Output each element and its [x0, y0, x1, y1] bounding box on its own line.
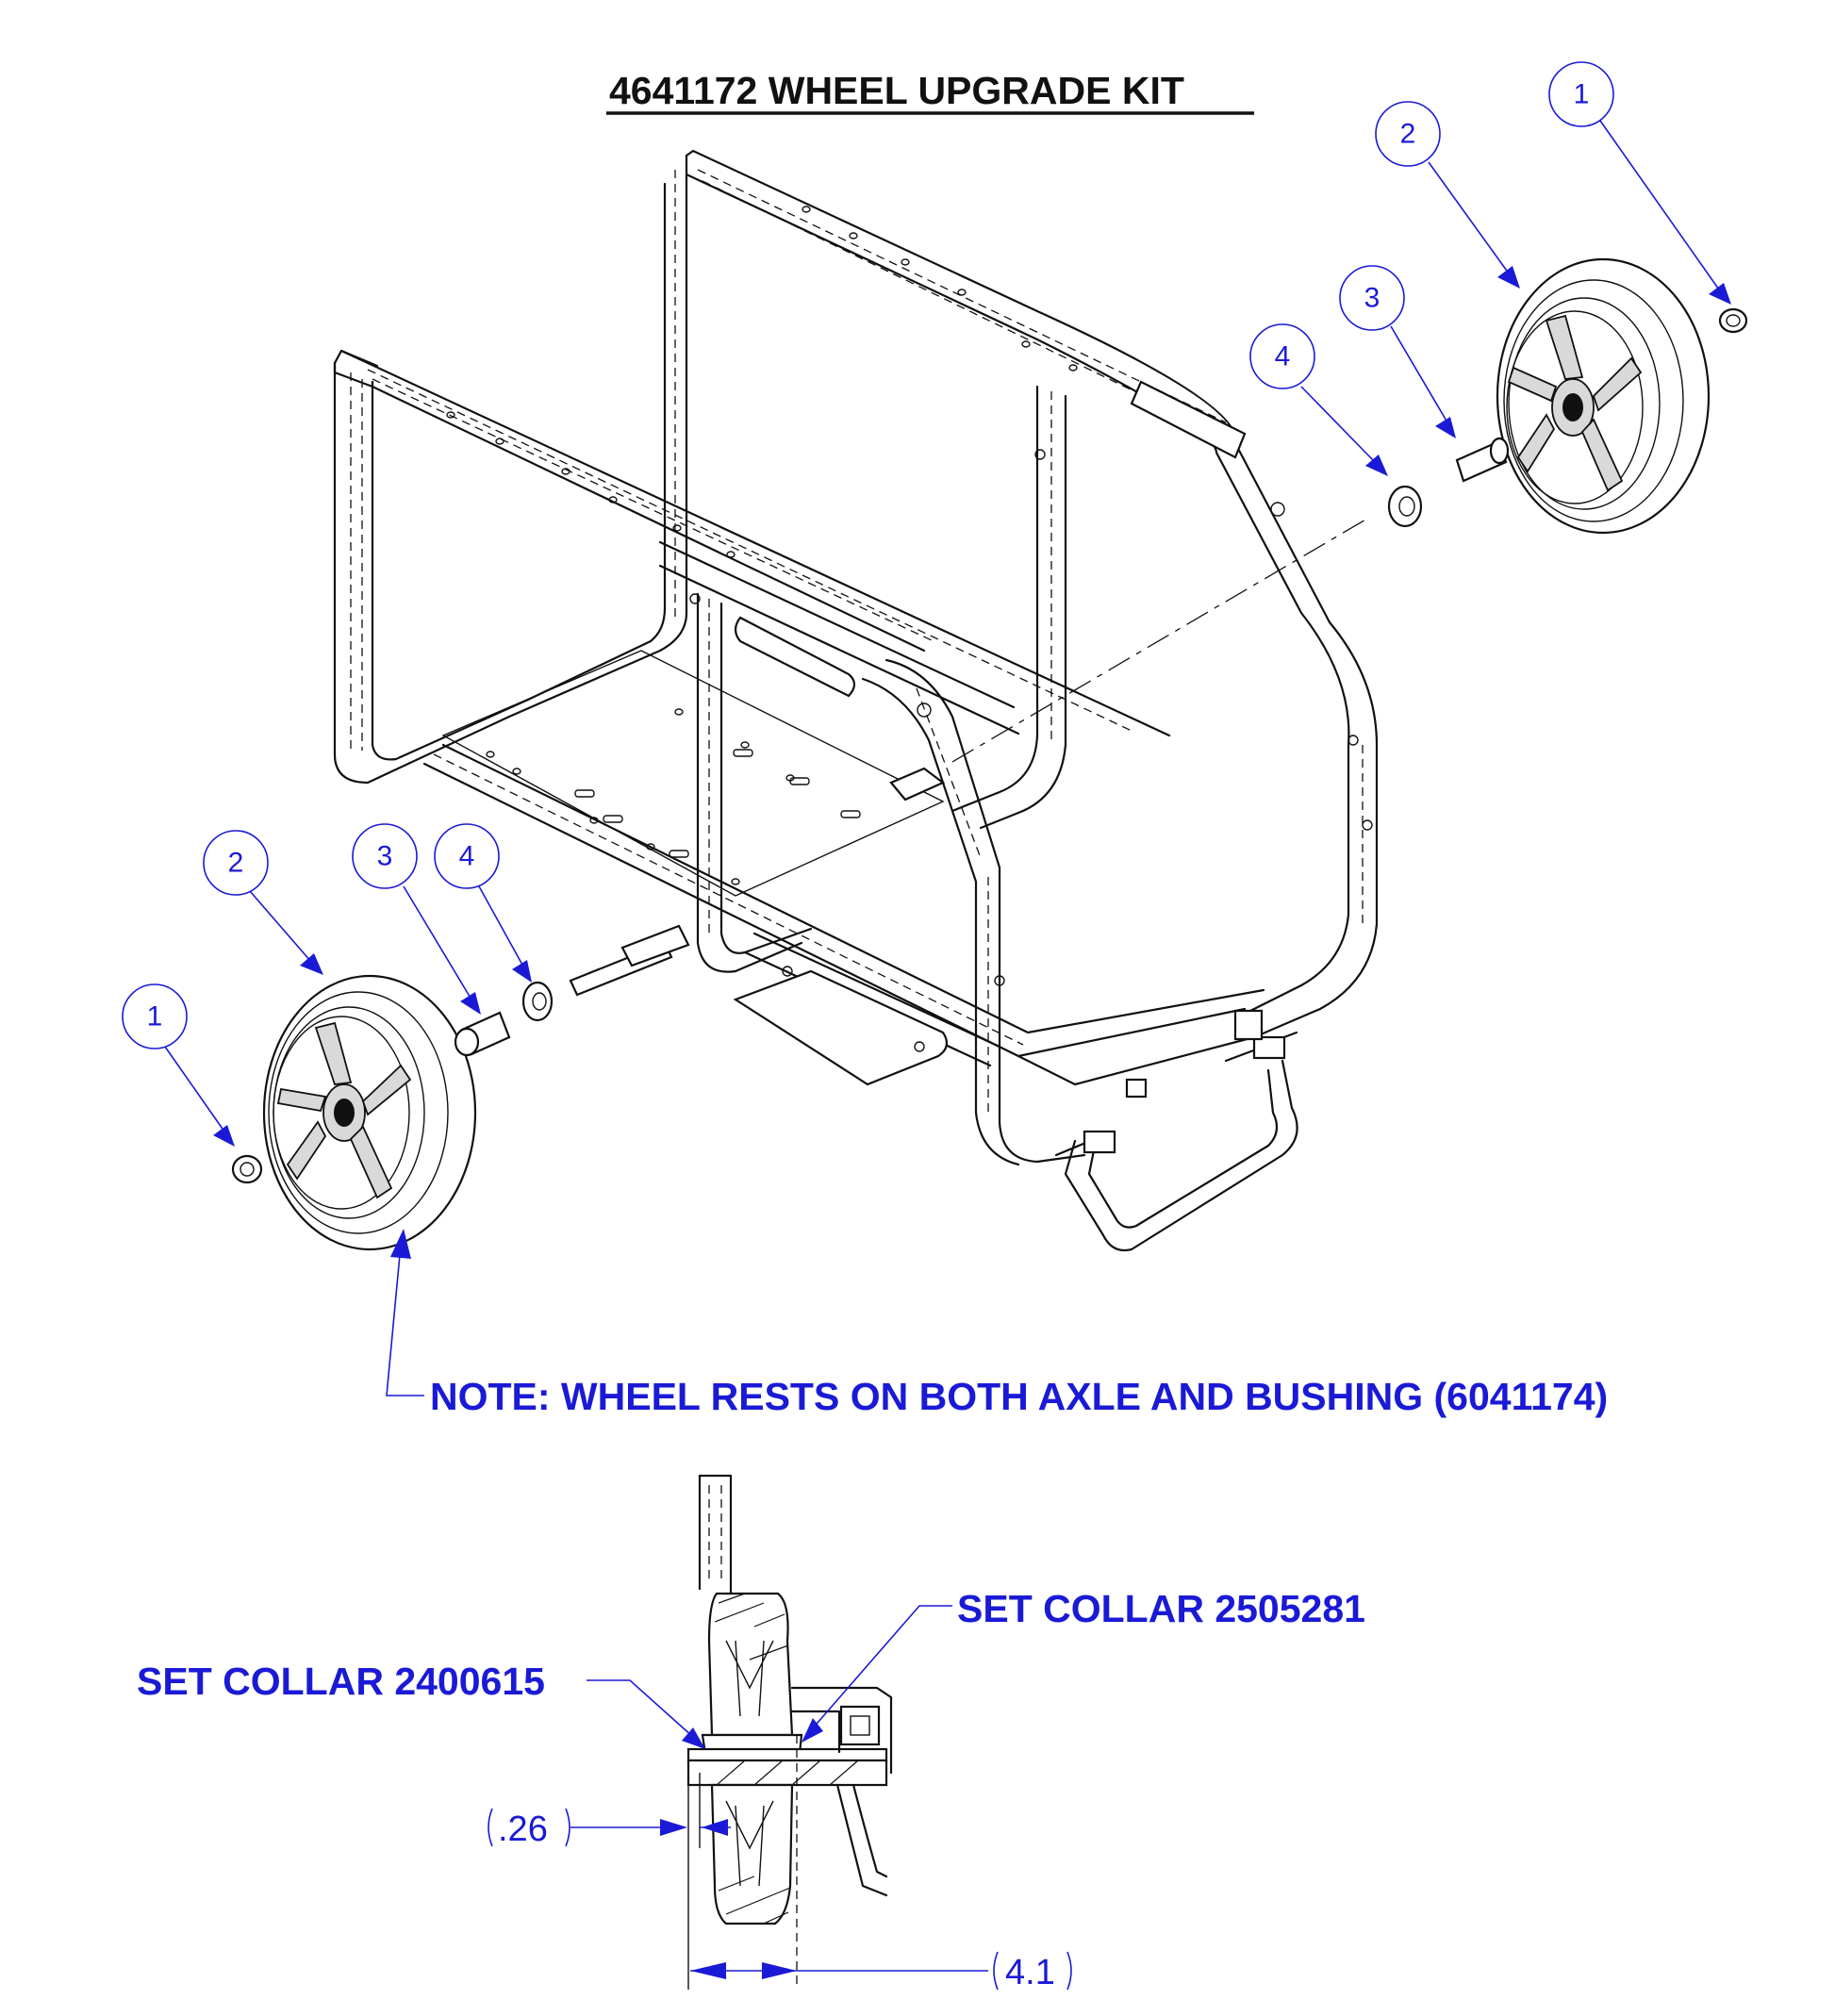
frame-rail-holes: [446, 206, 1373, 986]
right-collar-1: [1718, 307, 1748, 334]
left-collar-4: [521, 981, 554, 1022]
right-collar-4: [1387, 485, 1423, 528]
set-collar-right-label: SET COLLAR 2505281: [957, 1587, 1365, 1630]
svg-text:1: 1: [147, 1001, 163, 1033]
set-collar-left-label: SET COLLAR 2400615: [137, 1660, 545, 1703]
svg-text:4: 4: [459, 841, 475, 872]
dimension-small: [488, 1808, 731, 1847]
balloon-left-3: 3: [352, 823, 481, 1015]
dimension-small-value: .26: [498, 1809, 548, 1849]
set-collar-left-leader: [587, 1679, 705, 1749]
dimension-large: [690, 1951, 1072, 1991]
left-wheel-assembly: [231, 924, 690, 1251]
detail-section-view: [686, 1474, 893, 1990]
svg-text:2: 2: [228, 848, 244, 879]
balloon-right-1: 1: [1548, 61, 1731, 305]
balloon-right-2: 2: [1375, 101, 1520, 289]
note-leader: [386, 1229, 424, 1396]
svg-text:3: 3: [1364, 283, 1380, 314]
cart-frame: [333, 149, 1379, 1252]
set-collar-right-leader: [802, 1605, 952, 1743]
left-bushing-3: [454, 1011, 511, 1057]
drawing-title: 4641172 WHEEL UPGRADE KIT: [609, 69, 1184, 112]
foot-plate: [733, 969, 949, 1086]
base-plate-holes: [486, 708, 861, 885]
right-wheel: [1496, 257, 1711, 535]
right-wheel-assembly: [1387, 257, 1748, 535]
balloon-right-4: 4: [1249, 323, 1388, 476]
balloon-left-2: 2: [203, 830, 323, 975]
svg-text:2: 2: [1400, 119, 1416, 150]
balloon-right-3: 3: [1339, 265, 1456, 438]
svg-text:3: 3: [377, 841, 393, 872]
left-axle: [569, 924, 690, 997]
axle-centerline: [951, 518, 1368, 763]
dimension-large-value: 4.1: [1005, 1953, 1055, 1992]
left-wheel: [262, 974, 477, 1251]
left-collar-1: [231, 1154, 263, 1184]
balloon-left-1: 1: [122, 983, 235, 1147]
svg-text:1: 1: [1574, 79, 1590, 110]
balloon-left-4: 4: [434, 823, 532, 983]
wheel-note: NOTE: WHEEL RESTS ON BOTH AXLE AND BUSHI…: [430, 1375, 1608, 1418]
svg-text:4: 4: [1275, 341, 1291, 372]
right-bushing-3: [1455, 437, 1510, 483]
